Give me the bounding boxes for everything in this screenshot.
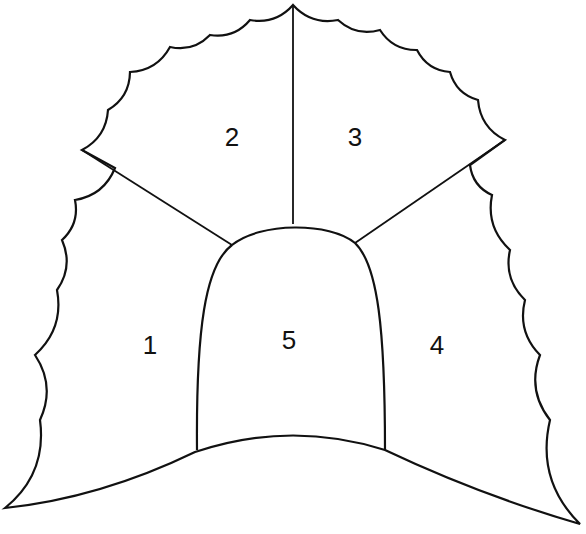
region-number: 3 xyxy=(348,124,362,150)
region-number: 4 xyxy=(430,332,444,358)
outer-outline xyxy=(5,5,580,524)
region-number: 2 xyxy=(225,124,239,150)
divider-line xyxy=(355,140,505,243)
region-number: 1 xyxy=(143,332,157,358)
divider-line xyxy=(292,5,294,224)
region-number: 5 xyxy=(282,327,296,353)
center-arch xyxy=(197,227,385,450)
divider-line xyxy=(82,150,232,245)
